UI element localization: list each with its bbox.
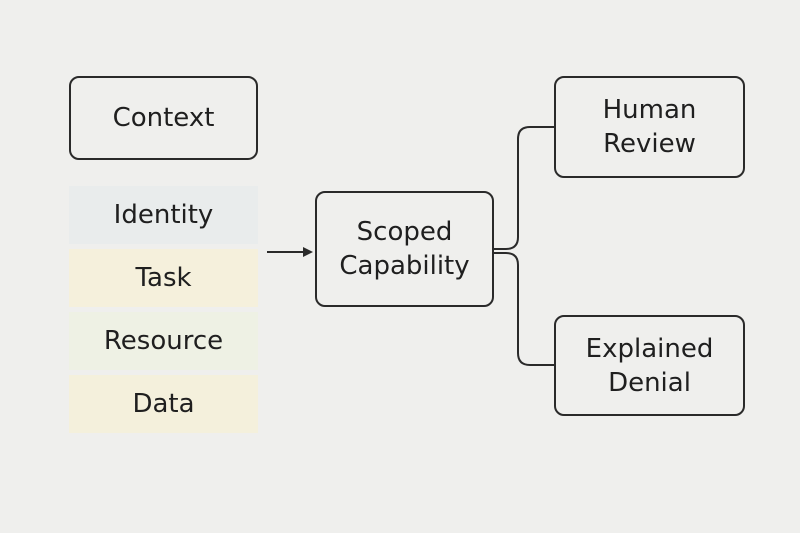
scoped-capability-box: Scoped Capability [315,191,494,307]
task-band: Task [69,249,258,307]
task-label: Task [135,263,192,293]
input-arrowhead-icon [303,247,313,257]
human-review-label: Human Review [602,95,697,159]
human-review-box: Human Review [554,76,745,178]
scoped-capability-label: Scoped Capability [339,217,470,281]
context-label: Context [112,103,215,133]
data-band: Data [69,375,258,433]
resource-band: Resource [69,312,258,370]
branch-to-explained-denial [494,252,554,366]
explained-denial-label: Explained Denial [585,333,714,398]
identity-label: Identity [113,200,214,230]
branch-to-human-review [494,126,554,250]
data-label: Data [132,389,195,419]
identity-band: Identity [69,186,258,244]
context-box: Context [69,76,258,160]
resource-label: Resource [103,326,224,356]
explained-denial-box: Explained Denial [554,315,745,416]
